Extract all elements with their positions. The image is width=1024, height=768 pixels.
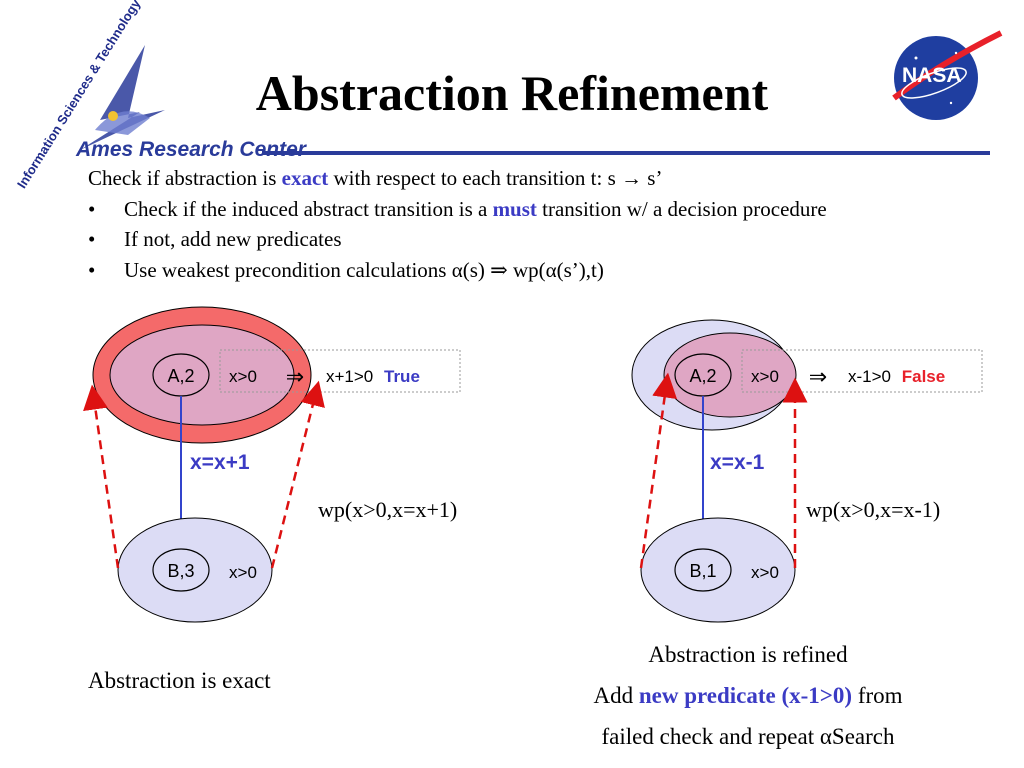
header-rule — [262, 151, 990, 155]
right-wp-label: wp(x>0,x=x-1) — [806, 497, 941, 522]
right-pred-bottom: x>0 — [751, 563, 779, 582]
left-check-expr: x+1>0 True — [326, 367, 420, 386]
right-state-top-label: A,2 — [689, 366, 716, 386]
keyword-new-predicate: new predicate (x-1>0) — [638, 683, 853, 708]
right-pred-top: x>0 — [751, 367, 779, 386]
left-state-top-label: A,2 — [167, 366, 194, 386]
intro-line: Check if abstraction is exact with respe… — [88, 166, 662, 191]
bullet-text: Use weakest precondition calculations α(… — [124, 258, 604, 282]
nasa-logo: NASA — [886, 28, 1006, 128]
right-wp-arrow-left — [639, 372, 677, 569]
right-caption-line2: Add new predicate (x-1>0) from — [520, 683, 976, 709]
right-check-expr-text: x-1>0 — [848, 367, 891, 386]
ames-logo: Information Sciences & Technology Ames R… — [0, 0, 306, 191]
right-state-bottom-label: B,1 — [689, 561, 716, 581]
right-diagram: A,2 x>0 ⇒ x-1>0 False x=x-1 B,1 x>0 — [631, 319, 983, 623]
left-state-bottom-label: B,3 — [167, 561, 194, 581]
bullet-text-post: transition w/ a decision procedure — [536, 197, 827, 221]
right-check-expr: x-1>0 False — [848, 367, 945, 386]
left-pred-top: x>0 — [229, 367, 257, 386]
intro-text-pre: Check if abstraction is — [88, 166, 282, 190]
left-wp-arrow-left — [83, 384, 120, 569]
bullet-item: • If not, add new predicates — [88, 227, 342, 252]
right-caption-line1: Abstraction is refined — [648, 642, 848, 667]
left-check-result: True — [384, 367, 420, 386]
left-wp-arrow-right — [270, 380, 325, 569]
bullet-text: If not, add new predicates — [124, 227, 342, 251]
left-check-expr-text: x+1>0 — [326, 367, 373, 386]
left-pred-bottom: x>0 — [229, 563, 257, 582]
right-implies: ⇒ — [809, 364, 827, 389]
right-caption-line2-post: from — [852, 683, 903, 708]
left-caption: Abstraction is exact — [88, 668, 271, 693]
nasa-wordmark: NASA — [902, 64, 962, 87]
left-implies: ⇒ — [286, 364, 304, 389]
org-name: Ames Research Center — [76, 138, 306, 161]
bullet-mark: • — [88, 258, 96, 282]
ames-logo-graphic — [80, 45, 165, 150]
left-check-box — [219, 349, 461, 393]
left-wp-label: wp(x>0,x=x+1) — [318, 497, 458, 522]
page-title-text: Abstraction Refinement — [255, 65, 769, 121]
bullet-text-pre: Check if the induced abstract transition… — [124, 197, 493, 221]
left-diagram: A,2 x>0 ⇒ x+1>0 True x=x+1 B,3 x>0 — [83, 306, 461, 623]
right-concrete-state-bottom — [674, 548, 732, 592]
left-transition-label: x=x+1 — [190, 451, 250, 474]
right-transition-label: x=x-1 — [710, 451, 765, 474]
right-caption-line3: failed check and repeat αSearch — [601, 724, 895, 749]
bullet-item: • Check if the induced abstract transitio… — [88, 197, 827, 222]
nasa-meatball-icon — [892, 30, 1003, 120]
bullet-mark: • — [88, 197, 96, 221]
page-title: Abstraction Refinement — [0, 64, 1024, 122]
right-check-result: False — [902, 367, 945, 386]
right-check-box — [741, 349, 983, 393]
intro-text-post: with respect to each transition t: s → s… — [328, 166, 663, 190]
keyword-exact: exact — [281, 166, 329, 190]
bullet-item: • Use weakest precondition calculations α… — [88, 258, 604, 283]
keyword-must: must — [492, 197, 537, 221]
bullet-mark: • — [88, 227, 96, 251]
right-caption-line2-pre: Add — [593, 683, 639, 708]
left-concrete-state-bottom — [152, 548, 210, 592]
